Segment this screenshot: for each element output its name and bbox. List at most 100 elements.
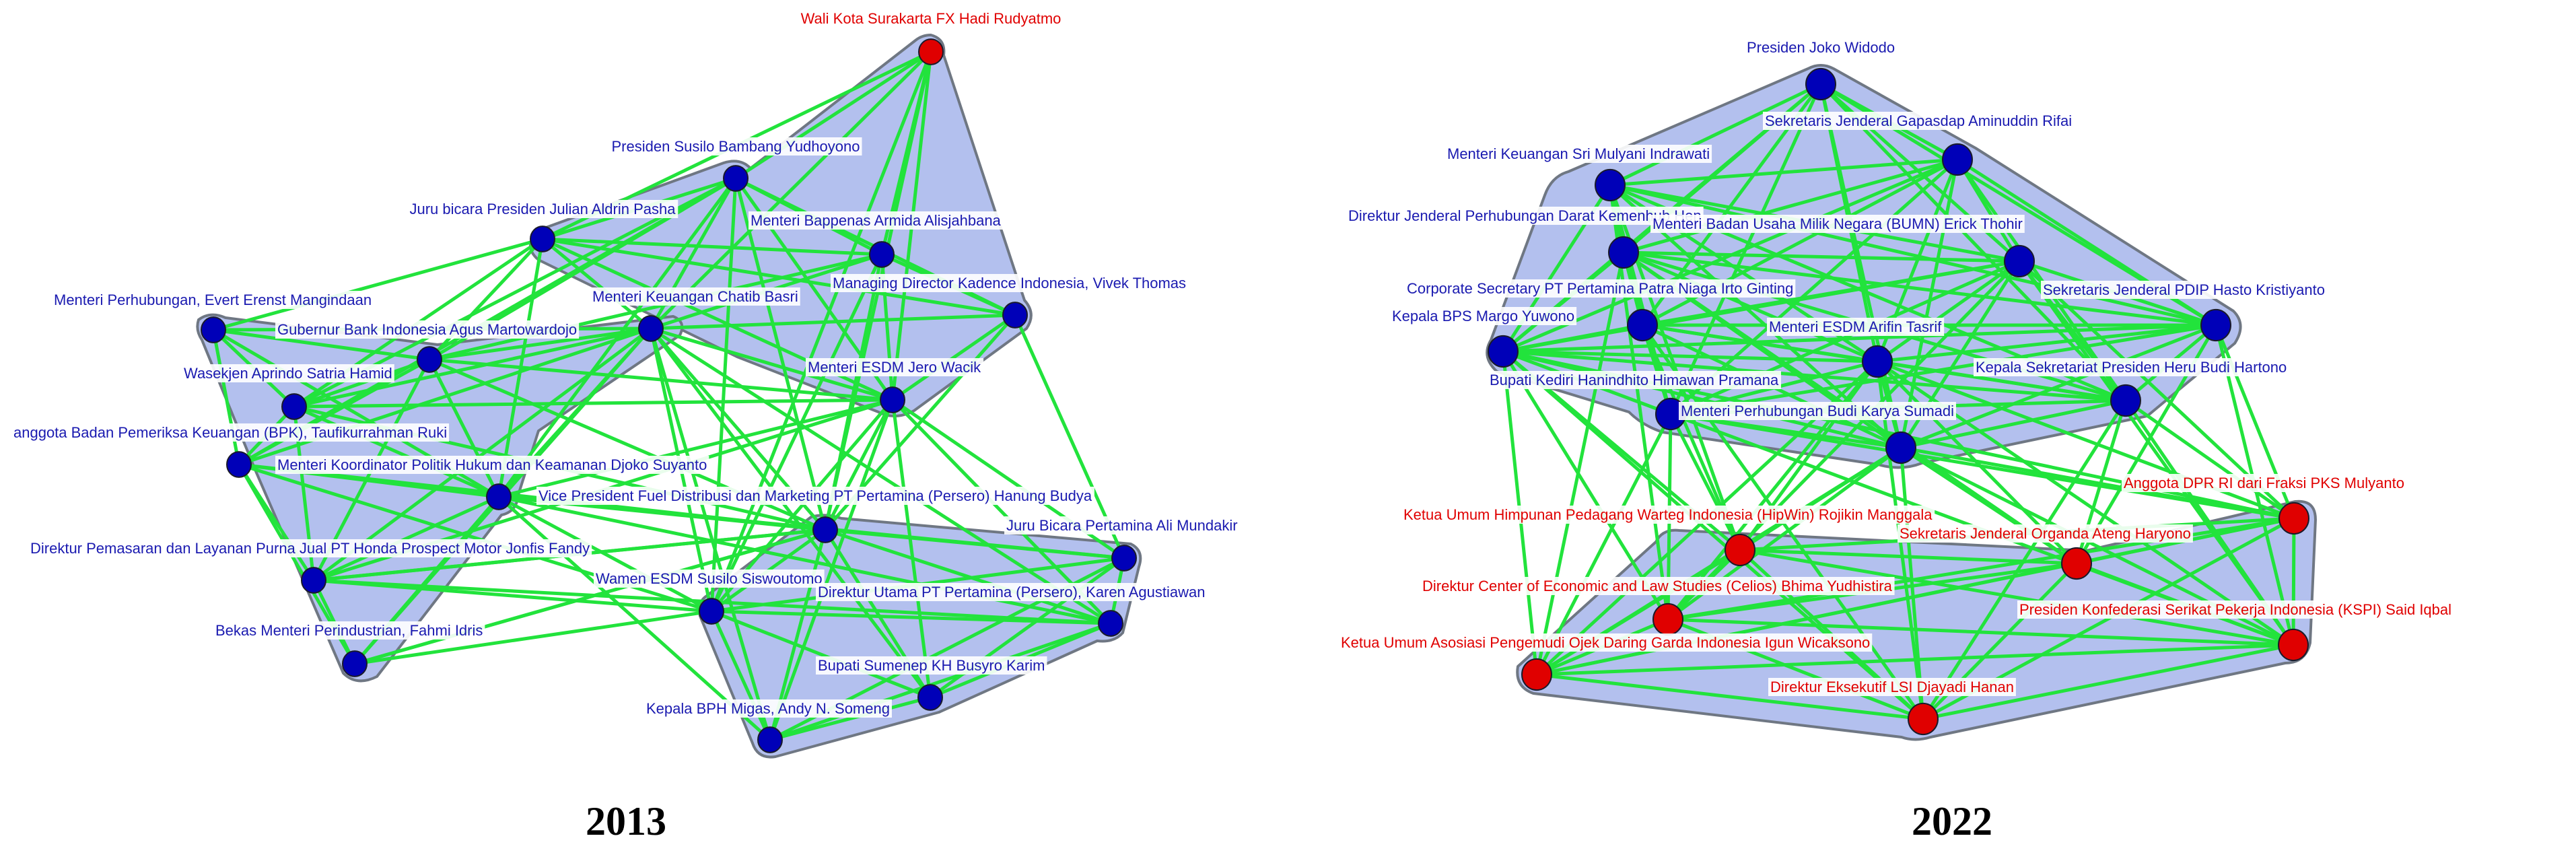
network-edge	[1622, 250, 2021, 263]
network-node	[342, 650, 368, 677]
network-edge	[1899, 446, 2296, 520]
network-edge	[823, 398, 895, 532]
network-edge	[1535, 561, 2079, 677]
network-edge	[1875, 259, 2021, 364]
network-edge	[709, 252, 884, 613]
network-edge	[1501, 349, 1879, 364]
node-label: Presiden Susilo Bambang Yudhoyono	[612, 138, 860, 155]
network-edge	[427, 252, 884, 361]
network-edge	[1622, 250, 2218, 327]
network-edge	[709, 609, 932, 699]
node-label-background	[275, 320, 580, 339]
network-edge	[1899, 323, 2218, 450]
node-label: Menteri Perhubungan, Evert Erenst Mangin…	[54, 291, 372, 308]
network-node	[638, 315, 664, 342]
node-label-background	[1390, 307, 1577, 325]
network-edge	[353, 609, 713, 666]
network-edge	[237, 326, 653, 467]
network-node	[417, 346, 442, 373]
network-node	[812, 516, 838, 543]
network-node	[201, 316, 226, 343]
network-edge	[1738, 548, 2079, 565]
network-edge	[1738, 548, 2295, 647]
network-edge	[353, 528, 827, 666]
network-edge	[734, 176, 827, 532]
node-label: Bekas Menteri Perindustrian, Fahmi Idris	[215, 622, 483, 639]
node-label-background	[2041, 281, 2327, 299]
node-label-background	[1488, 371, 1781, 389]
node-label-background	[1768, 678, 2016, 696]
network-edge	[292, 405, 501, 499]
network-edge	[497, 495, 1113, 625]
network-edge	[2124, 399, 2296, 520]
network-node	[2004, 244, 2035, 278]
node-label-background	[28, 539, 592, 557]
node-label-background	[213, 621, 485, 640]
network-node	[1595, 168, 1626, 202]
network-edge	[1819, 82, 1903, 450]
network-edge	[292, 398, 895, 409]
network-node	[1805, 67, 1836, 101]
network-node	[2278, 502, 2309, 535]
panel-caption-2022: 2022	[1912, 799, 1992, 843]
node-label-background	[2017, 600, 2454, 619]
network-edge	[1622, 158, 1959, 254]
network-edge	[312, 495, 501, 582]
panel-2013-network: Wali Kota Surakarta FX Hadi RudyatmoPres…	[11, 9, 1240, 843]
network-edge	[1921, 643, 2295, 721]
network-edge	[1899, 446, 1925, 721]
node-label-background	[407, 200, 678, 218]
network-node	[1111, 545, 1137, 572]
network-edge	[2291, 516, 2296, 647]
node-label: Direktur Eksekutif LSI Djayadi Hanan	[1770, 679, 2014, 695]
network-edge	[1669, 412, 1742, 552]
node-label-background	[590, 287, 800, 306]
network-edge	[709, 609, 772, 742]
node-label: Sekretaris Jenderal Organda Ateng Haryon…	[1900, 525, 2191, 542]
network-edge	[211, 328, 241, 467]
network-edge	[312, 326, 653, 582]
network-edge	[1535, 548, 1742, 677]
node-label: Bupati Sumenep KH Busyro Karim	[818, 657, 1045, 674]
node-label: Bupati Kediri Hanindhito Himawan Pramana	[1490, 372, 1779, 388]
network-edge	[649, 326, 1113, 625]
node-label-background	[182, 364, 394, 382]
network-node	[1908, 702, 1939, 736]
network-edge	[211, 237, 545, 332]
node-label: Gubernur Bank Indonesia Agus Martowardoj…	[277, 321, 577, 338]
node-label: Ketua Umum Asosiasi Pengemudi Ojek Darin…	[1341, 634, 1870, 651]
network-edge	[1875, 359, 2128, 403]
node-label: Direktur Center of Economic and Law Stud…	[1422, 578, 1893, 594]
network-edge	[1666, 617, 2295, 647]
node-layer	[201, 38, 1137, 753]
node-label-background	[644, 699, 892, 718]
label-layer: Wali Kota Surakarta FX Hadi RudyatmoPres…	[11, 9, 1240, 718]
network-edge	[1899, 399, 2128, 450]
network-node	[2110, 384, 2141, 417]
network-edge	[1535, 412, 1673, 677]
network-edge	[768, 695, 932, 742]
network-edge	[1501, 349, 1925, 721]
node-label: Vice President Fuel Distribusi dan Marke…	[538, 487, 1092, 504]
node-label: Menteri ESDM Jero Wacik	[808, 359, 981, 376]
node-label-background	[749, 211, 1004, 230]
node-label: Menteri Koordinator Politik Hukum dan Ke…	[277, 456, 707, 473]
node-label: Juru Bicara Pertamina Ali Mundakir	[1006, 517, 1238, 534]
node-label-background	[11, 423, 450, 442]
node-layer	[1488, 67, 2309, 736]
network-edge	[649, 50, 933, 331]
node-label: Juru bicara Presiden Julian Aldrin Pasha	[409, 201, 676, 217]
network-node	[723, 165, 749, 192]
network-edge	[1501, 349, 1903, 450]
network-edge	[1501, 250, 1626, 353]
network-edge	[823, 252, 884, 532]
node-label-background	[1401, 506, 1935, 524]
network-edge	[1501, 323, 2218, 353]
node-label: Menteri ESDM Arifin Tasrif	[1769, 318, 1942, 335]
network-node	[281, 393, 307, 420]
network-node	[1627, 308, 1658, 342]
node-label-background	[1744, 38, 1898, 57]
network-edge	[1608, 183, 2218, 327]
